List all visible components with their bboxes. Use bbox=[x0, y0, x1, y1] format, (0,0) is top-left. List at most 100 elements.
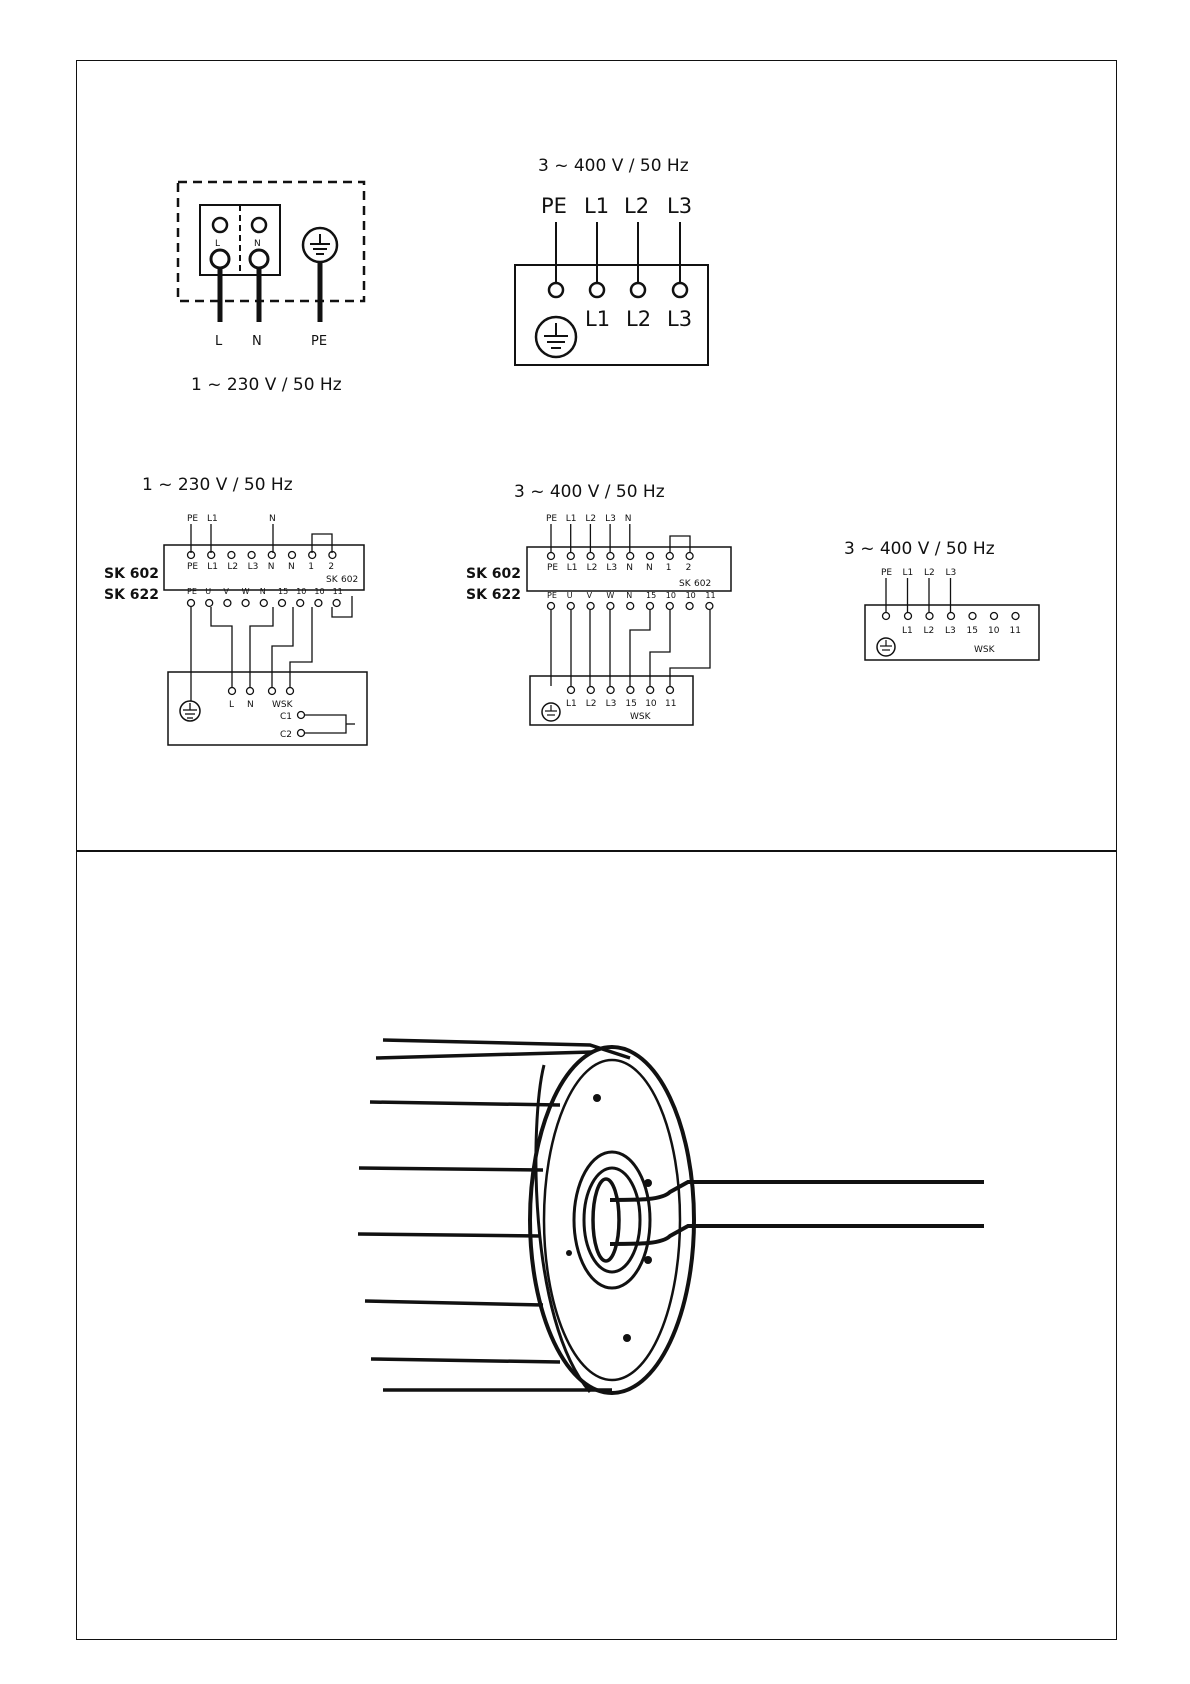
d5-terminal-label: 15 bbox=[967, 626, 978, 636]
d3-row2-label: N bbox=[260, 587, 266, 596]
d3-row1-label: 1 bbox=[308, 562, 314, 572]
title-400v: 3 ~ 400 V / 50 Hz bbox=[538, 156, 689, 176]
model-sk602-b: SK 602 bbox=[466, 566, 521, 582]
ground-icon bbox=[301, 226, 339, 264]
title-sk-400v: 3 ~ 400 V / 50 Hz bbox=[514, 482, 665, 502]
sk-note: SK bbox=[326, 575, 339, 585]
d3-row2-terminal bbox=[314, 598, 323, 608]
input-l1: L1 bbox=[584, 194, 609, 218]
wsk-terminal-box bbox=[864, 604, 1040, 661]
d4-row1-label: PE bbox=[547, 563, 558, 573]
fin-5 bbox=[357, 1232, 541, 1238]
d4-top-wire-label: L3 bbox=[605, 514, 616, 524]
d3-row2-label: U bbox=[205, 587, 211, 596]
d3-row2-terminal bbox=[223, 598, 232, 608]
d4-row2-label: PE bbox=[547, 591, 557, 600]
d4-row1-label: L2 bbox=[587, 563, 598, 573]
d3-row1-terminal bbox=[247, 550, 256, 560]
d4-row1-terminal bbox=[665, 551, 674, 561]
d4-row2-terminal bbox=[665, 601, 674, 611]
fin-3 bbox=[369, 1100, 561, 1107]
model-sk622-b: SK 622 bbox=[466, 587, 521, 603]
term-l1: L1 bbox=[585, 307, 610, 331]
wire-n-label: N bbox=[252, 334, 262, 349]
d3-row2-label: 11 bbox=[333, 587, 343, 596]
d3-row1-terminal bbox=[207, 550, 216, 560]
screwdriver-icon bbox=[609, 1180, 984, 1246]
d3-row1-label: 2 bbox=[328, 562, 334, 572]
d3-row1-terminal bbox=[308, 550, 317, 560]
model-sk602: SK 602 bbox=[104, 566, 159, 582]
d3-row1-label: N bbox=[288, 562, 295, 572]
end-shield-outer bbox=[528, 1045, 696, 1395]
d4-box-label: L1 bbox=[566, 699, 577, 709]
term-l3: L3 bbox=[667, 307, 692, 331]
d5-terminal-label: 10 bbox=[988, 626, 1000, 636]
ground-icon bbox=[876, 637, 896, 657]
d4-box-terminal bbox=[646, 685, 655, 695]
d3-row1-terminal bbox=[287, 550, 297, 560]
d5-top-wire-label: L1 bbox=[903, 568, 914, 578]
d4-row2-terminal bbox=[645, 601, 655, 611]
fin-7 bbox=[370, 1357, 561, 1364]
d4-row2-label: 15 bbox=[646, 591, 656, 600]
d4-row2-terminal bbox=[705, 601, 714, 611]
d4-row1-terminal bbox=[626, 551, 635, 561]
d4-row1-label: L1 bbox=[567, 563, 578, 573]
d3-row1-label: N bbox=[268, 562, 275, 572]
d4-box-terminal bbox=[586, 685, 595, 695]
d4-box-terminal bbox=[665, 685, 675, 695]
fin-6 bbox=[364, 1299, 544, 1307]
wire-l-label: L bbox=[215, 334, 223, 349]
d3-row1-label: L3 bbox=[248, 562, 259, 572]
top-wire-pe: PE bbox=[187, 514, 198, 524]
d4-row2-terminal bbox=[626, 601, 635, 611]
sk-terminal-strip bbox=[163, 544, 365, 591]
cap-c1: C1 bbox=[280, 712, 292, 722]
d4-box-terminal bbox=[626, 685, 635, 695]
wiring-diagrams-panel bbox=[76, 60, 1117, 852]
diagram-three-phase-box: 3 ~ 400 V / 50 Hz PE L1 L2 L3 L1 L2 L3 bbox=[514, 156, 709, 366]
d4-row1-terminal bbox=[606, 551, 615, 561]
d5-top-wire-label: L3 bbox=[946, 568, 957, 578]
d3-row2-terminal bbox=[205, 598, 214, 608]
motor-illustration bbox=[357, 1038, 984, 1395]
sk-note-num: 602 bbox=[341, 575, 358, 585]
d4-box-terminal bbox=[566, 685, 576, 695]
d4-top-wire-label: PE bbox=[546, 514, 557, 524]
shaft-hole bbox=[591, 1177, 621, 1263]
d4-row2-label: U bbox=[567, 591, 573, 600]
motor-connection-box bbox=[167, 671, 368, 746]
d3-row1-label: L2 bbox=[227, 562, 238, 572]
d3-row2-label: 15 bbox=[278, 587, 288, 596]
d4-row2-label: V bbox=[587, 591, 593, 600]
fin-4 bbox=[358, 1166, 544, 1172]
d5-top-wire-label: L2 bbox=[924, 568, 935, 578]
d4-row2-label: 11 bbox=[705, 591, 715, 600]
d3-row2-terminal bbox=[186, 598, 196, 608]
box-term-n: N bbox=[247, 700, 254, 710]
term-n-label: N bbox=[254, 239, 261, 249]
d4-box-label: 11 bbox=[665, 699, 676, 709]
d5-terminal bbox=[946, 611, 956, 621]
d3-row1-label: PE bbox=[187, 562, 198, 572]
term-l2: L2 bbox=[626, 307, 651, 331]
d4-row2-terminal bbox=[586, 601, 595, 611]
sk-note-b: SK bbox=[679, 579, 692, 589]
d4-box-label: 10 bbox=[645, 699, 657, 709]
d4-box-label: L3 bbox=[606, 699, 617, 709]
top-wire-n: N bbox=[269, 514, 276, 524]
d4-box-label: 15 bbox=[625, 699, 636, 709]
ground-icon bbox=[179, 700, 201, 722]
d3-row2-label: 10 bbox=[296, 587, 306, 596]
model-sk622: SK 622 bbox=[104, 587, 159, 603]
d4-row1-terminal bbox=[586, 551, 595, 561]
d3-row2-terminal bbox=[277, 598, 287, 608]
dashed-enclosure bbox=[176, 180, 366, 303]
input-pe: PE bbox=[541, 194, 567, 218]
d4-row2-label: 10 bbox=[666, 591, 676, 600]
title-sk-230v: 1 ~ 230 V / 50 Hz bbox=[142, 475, 293, 495]
d4-row1-label: N bbox=[646, 563, 653, 573]
